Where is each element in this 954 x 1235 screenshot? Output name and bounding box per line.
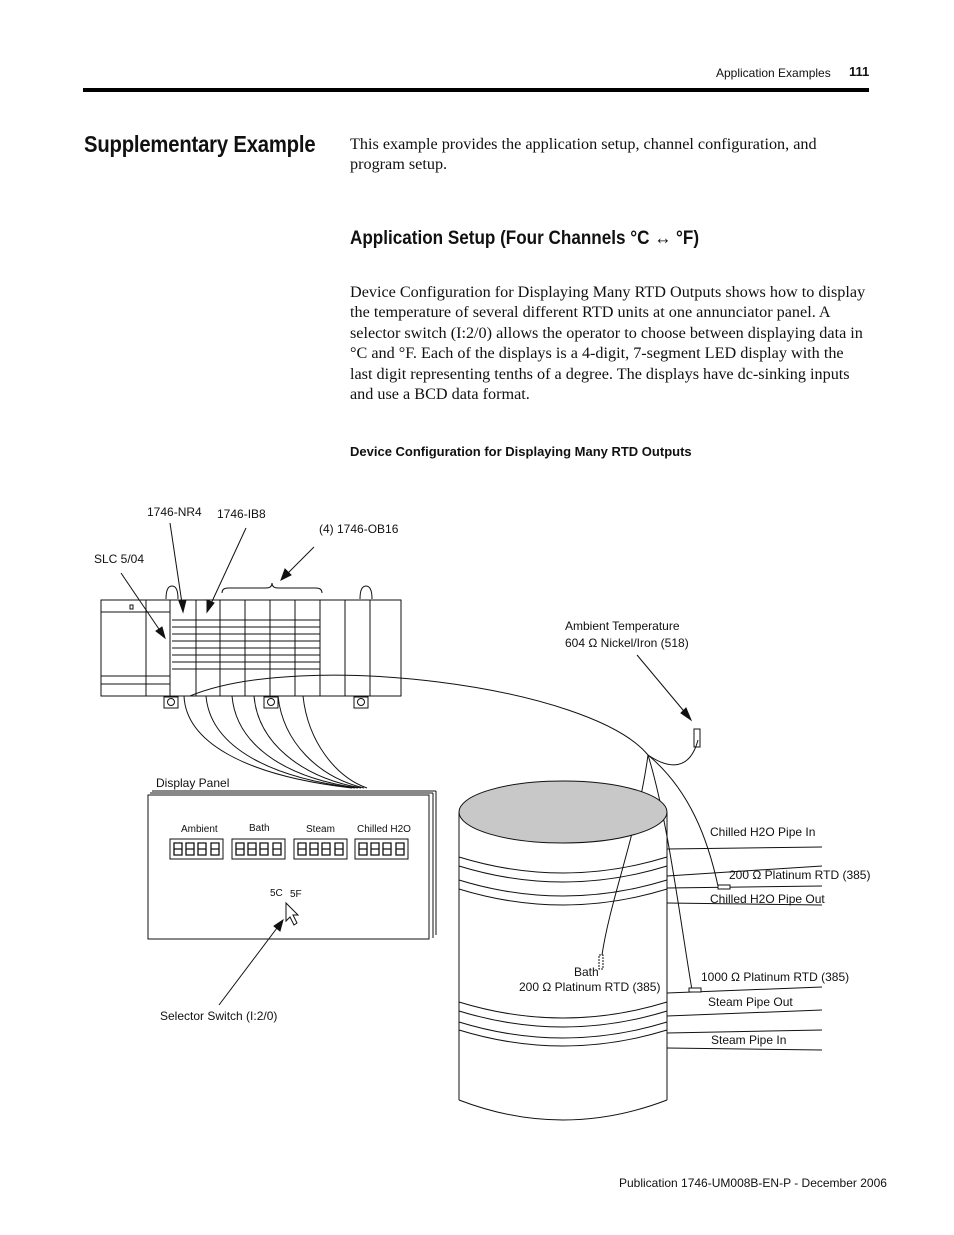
slc-label: SLC 5/04 bbox=[94, 552, 144, 566]
ambient-temp-label: Ambient Temperature bbox=[565, 619, 680, 633]
switch-f-label: 5F bbox=[290, 889, 302, 900]
page-number: 111 bbox=[849, 64, 870, 79]
display-panel-label: Display Panel bbox=[156, 776, 229, 790]
steam-out-label: Steam Pipe Out bbox=[708, 995, 793, 1009]
display-label-ambient: Ambient bbox=[181, 824, 218, 835]
steam-in-label: Steam Pipe In bbox=[711, 1033, 786, 1047]
chilled-out-label: Chilled H2O Pipe Out bbox=[710, 892, 825, 906]
bath-cable bbox=[601, 754, 649, 956]
selector-switch-icon bbox=[285, 901, 300, 926]
ib8-arrow bbox=[208, 527, 247, 609]
steam-rtd-sensor bbox=[688, 987, 702, 993]
switch-c-label: 5C bbox=[270, 888, 283, 899]
selector-arrow bbox=[218, 923, 281, 1006]
selector-switch-label: Selector Switch (I:2/0) bbox=[160, 1009, 277, 1023]
rtd-cable bbox=[189, 674, 649, 756]
ob16-brace bbox=[221, 582, 323, 594]
chilled-rtd-sensor bbox=[717, 884, 731, 890]
ambient-rtd-label: 604 Ω Nickel/Iron (518) bbox=[565, 636, 689, 650]
chilled-cable bbox=[647, 754, 719, 887]
bath-rtd-label: 200 Ω Platinum RTD (385) bbox=[519, 980, 660, 994]
display-label-chilled: Chilled H2O bbox=[357, 824, 411, 835]
running-header: Application Examples bbox=[716, 66, 831, 80]
display-panel bbox=[147, 790, 437, 940]
chilled-rtd-label: 200 Ω Platinum RTD (385) bbox=[729, 868, 870, 882]
display-label-steam: Steam bbox=[306, 824, 335, 835]
bath-label: Bath bbox=[574, 965, 599, 979]
ambient-rtd-sensor bbox=[693, 728, 701, 748]
footer-publication: Publication 1746-UM008B-EN-P - December … bbox=[619, 1176, 887, 1190]
ob16-arrow bbox=[283, 546, 315, 578]
steam-rtd-label: 1000 Ω Platinum RTD (385) bbox=[701, 970, 849, 984]
nr4-label: 1746-NR4 bbox=[147, 505, 202, 519]
led-digits bbox=[173, 842, 405, 856]
section-title: Supplementary Example bbox=[84, 131, 316, 157]
tank bbox=[458, 780, 668, 1121]
chilled-in-label: Chilled H2O Pipe In bbox=[710, 825, 815, 839]
subsection-title: Application Setup (Four Channels °C ↔ °F… bbox=[350, 228, 700, 249]
steam-cable bbox=[647, 754, 693, 991]
body-paragraph: Device Configuration for Displaying Many… bbox=[350, 283, 866, 404]
ob16-label: (4) 1746-OB16 bbox=[319, 522, 399, 536]
display-label-bath: Bath bbox=[249, 823, 270, 834]
led-displays bbox=[169, 838, 409, 860]
header-rule bbox=[83, 88, 869, 92]
bath-rtd-sensor bbox=[598, 954, 604, 970]
ambient-arrow bbox=[636, 654, 689, 717]
slc-arrow bbox=[120, 572, 164, 636]
figure-caption: Device Configuration for Displaying Many… bbox=[350, 444, 692, 459]
nr4-arrow bbox=[169, 522, 184, 611]
ib8-label: 1746-IB8 bbox=[217, 507, 266, 521]
intro-paragraph: This example provides the application se… bbox=[350, 135, 817, 174]
output-wires bbox=[183, 695, 368, 789]
slc-chassis bbox=[100, 585, 402, 709]
